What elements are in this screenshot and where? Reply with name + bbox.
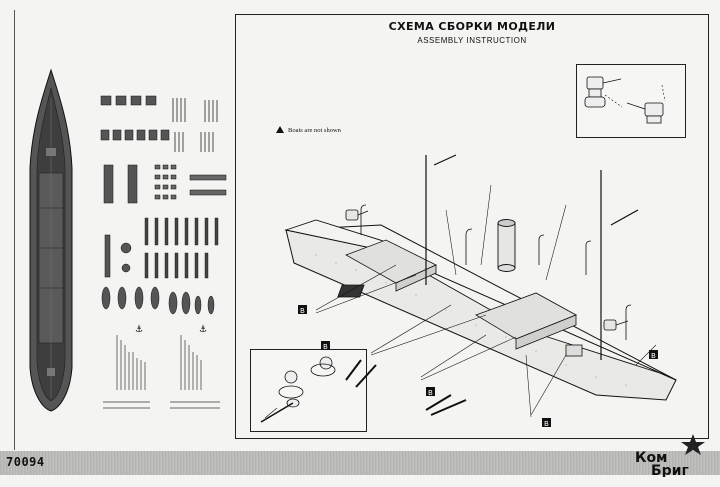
svg-text:⚓: ⚓ [135,325,143,335]
hull-top-view [29,68,73,412]
part-label: B [651,352,656,360]
ship-isometric-drawing: B B B B B [284,154,677,428]
funnel [497,222,516,269]
gun-detail-inset [576,64,686,138]
instruction-title-en: ASSEMBLY INSTRUCTION [417,36,527,45]
warning-triangle-icon [276,126,284,133]
svg-text:Бриг: Бриг [651,463,689,477]
page-margin-line [14,10,15,450]
instruction-title-ru: СХЕМА СБОРКИ МОДЕЛИ [388,20,556,33]
part-label-group: B B B B B [298,305,658,428]
part-label: B [323,343,328,351]
star-icon [681,434,705,455]
parts-sprue: ⚓ ⚓ [100,95,227,409]
kombrig-logo: Ком Бриг [635,434,705,477]
part-label: B [544,420,549,428]
svg-text:Ком: Ком [635,450,668,466]
boats-note: Boats are not shown [276,126,341,134]
gun-detail-drawing [584,76,666,124]
mast-detail-inset [250,349,367,432]
kit-code: 70094 [6,455,45,469]
mast-detail-drawing [260,356,336,423]
assembly-instruction-frame: СХЕМА СБОРКИ МОДЕЛИ ASSEMBLY INSTRUCTION… [235,14,709,439]
footer-band [0,451,720,475]
boats-note-text: Boats are not shown [288,127,341,134]
svg-text:⚓: ⚓ [199,325,207,335]
part-label: B [428,389,433,397]
part-label: B [300,307,305,315]
